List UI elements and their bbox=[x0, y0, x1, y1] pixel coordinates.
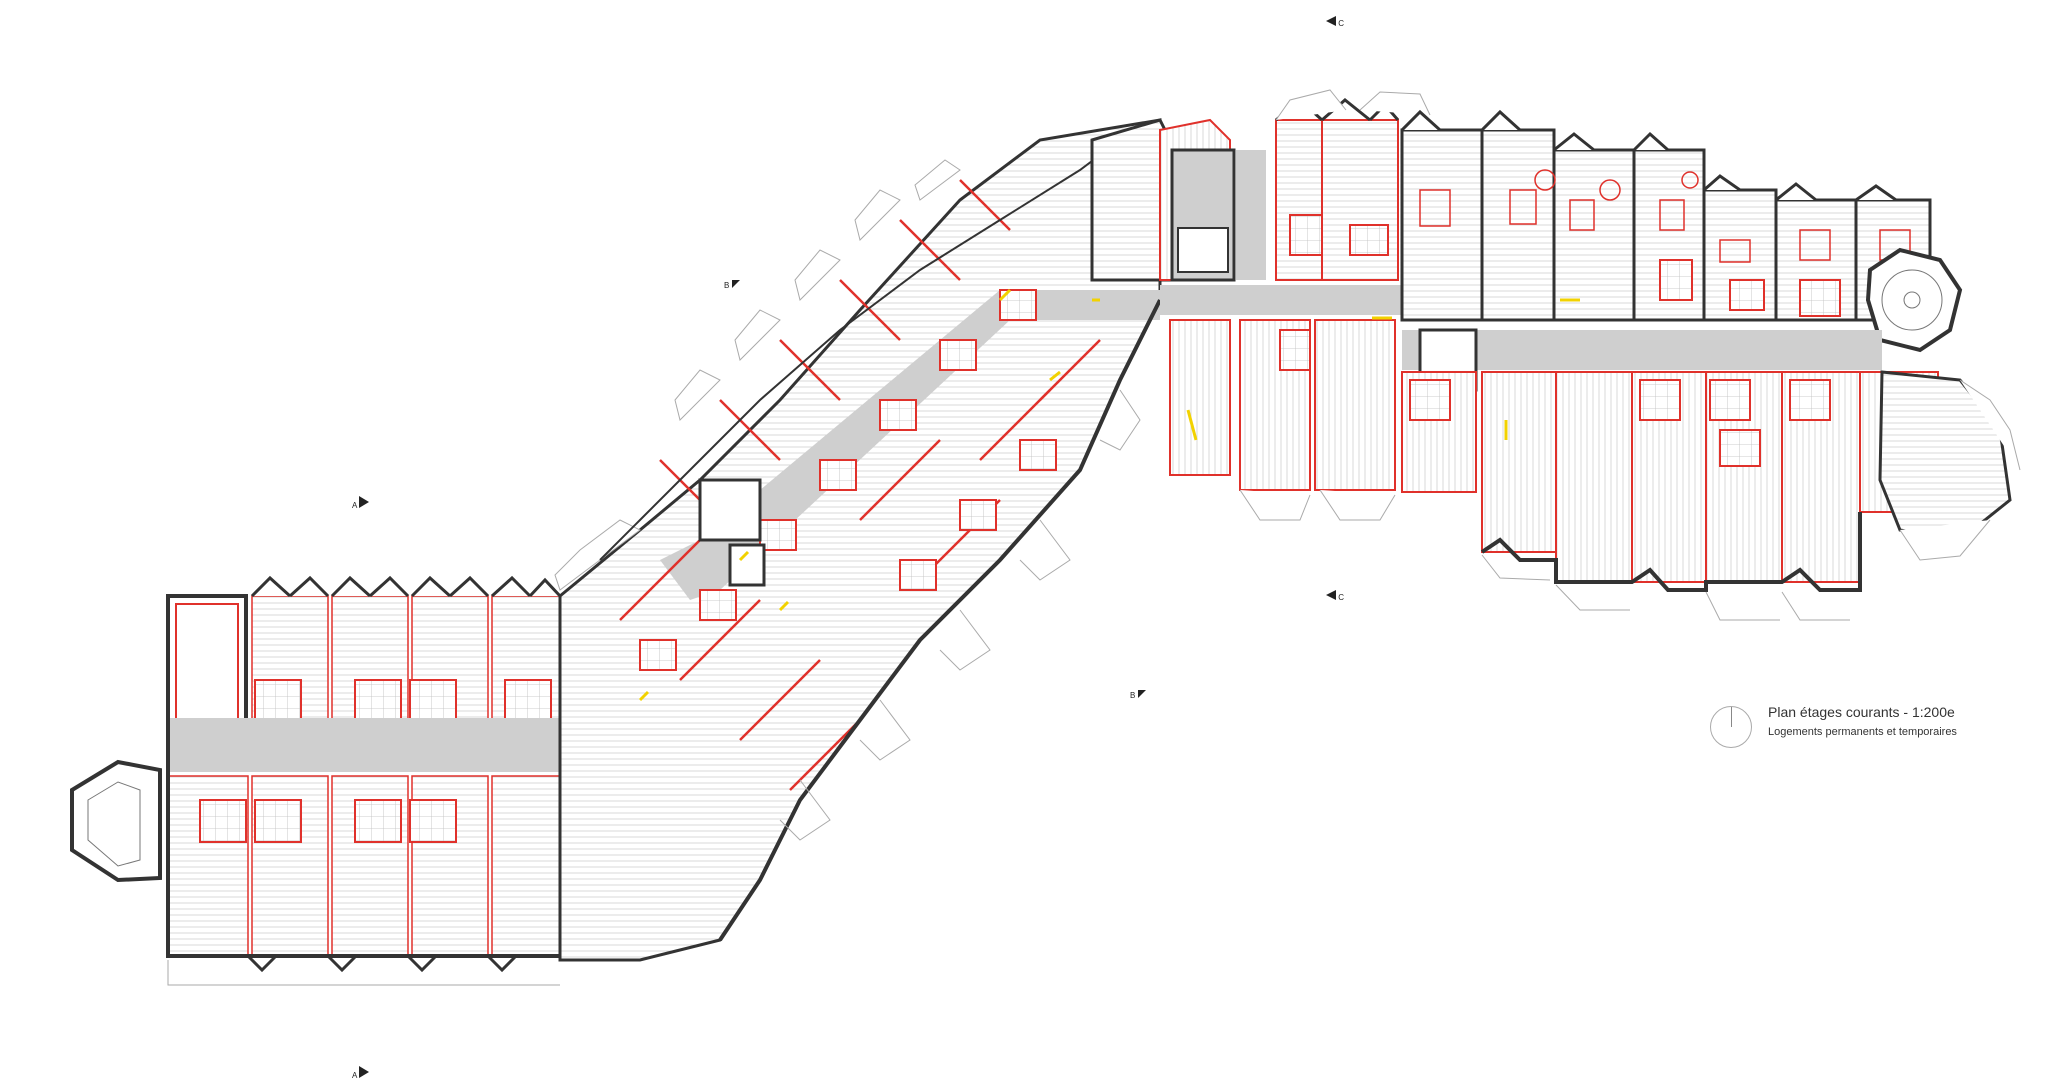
section-mark-label: C bbox=[1338, 593, 1345, 602]
section-mark-c-bottom: C bbox=[1326, 590, 1344, 602]
section-mark-label: A bbox=[352, 1071, 357, 1080]
flag-icon bbox=[1326, 16, 1336, 26]
drawing-title: Plan étages courants - 1:200e bbox=[1768, 704, 1955, 720]
section-mark-label: A bbox=[352, 501, 357, 510]
flag-icon bbox=[731, 280, 740, 288]
upper-middle-block bbox=[1090, 89, 1431, 521]
flag-icon bbox=[359, 1066, 370, 1078]
section-mark-c-top: C bbox=[1326, 16, 1344, 28]
central-wing bbox=[554, 118, 1162, 962]
flag-icon bbox=[359, 496, 370, 508]
section-mark-b-top: B bbox=[724, 280, 740, 290]
door-marks bbox=[638, 298, 1100, 702]
drawing-subtitle: Logements permanents et temporaires bbox=[1768, 726, 1957, 738]
section-mark-a-top: A bbox=[352, 496, 370, 510]
section-mark-a-bottom: A bbox=[352, 1066, 370, 1080]
north-arrow-icon bbox=[1710, 706, 1752, 748]
right-wing bbox=[1400, 109, 2021, 621]
flag-icon bbox=[1137, 690, 1146, 698]
section-mark-label: B bbox=[1130, 691, 1136, 700]
left-wing bbox=[70, 575, 562, 986]
section-mark-label: C bbox=[1338, 19, 1345, 28]
section-mark-b-bottom: B bbox=[1130, 690, 1146, 700]
flag-icon bbox=[1326, 590, 1336, 600]
section-mark-label: B bbox=[724, 281, 730, 290]
